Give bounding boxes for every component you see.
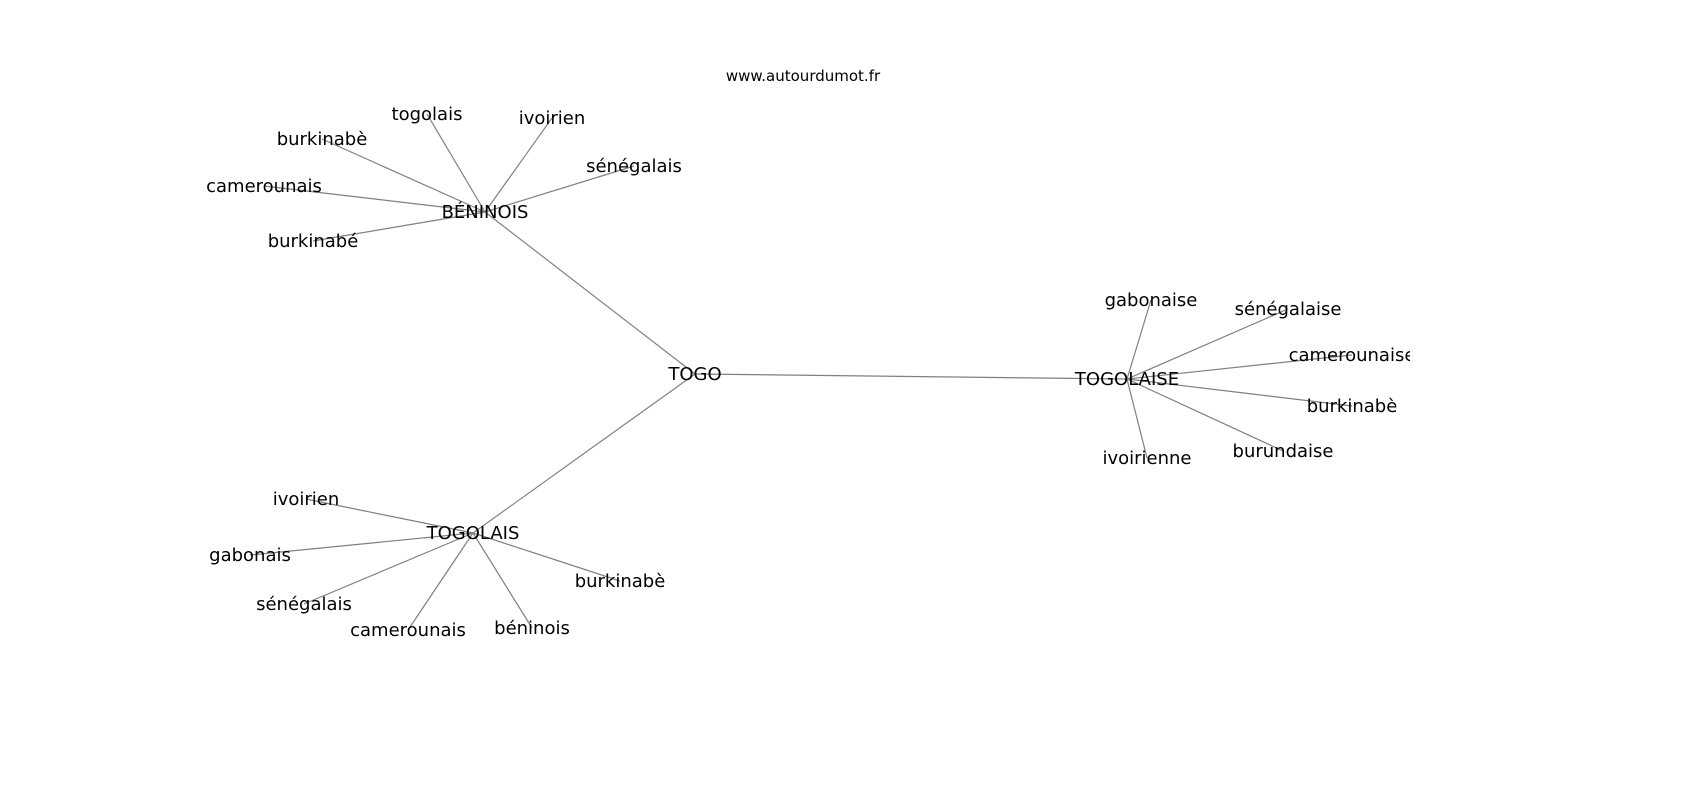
edge-hub-leaf: [1126, 378, 1148, 459]
edge-hub-leaf: [1126, 378, 1353, 407]
node-leaf[interactable]: béninois: [494, 618, 570, 639]
edge-center-hub: [484, 211, 696, 375]
edge-hub-leaf: [303, 532, 474, 605]
node-leaf[interactable]: togolais: [392, 104, 463, 125]
edge-center-hub: [472, 373, 696, 534]
node-leaf[interactable]: burkinabé: [268, 231, 359, 252]
node-hub[interactable]: BÉNINOIS: [442, 201, 529, 223]
edge-hub-leaf: [426, 113, 486, 213]
node-leaf[interactable]: burkinabè: [575, 571, 666, 592]
edges: [249, 113, 1353, 631]
edge-hub-leaf: [1126, 354, 1353, 380]
edge-hub-leaf: [263, 185, 486, 213]
edge-center-hub: [694, 373, 1128, 380]
node-leaf[interactable]: burundaise: [1233, 441, 1334, 462]
node-center[interactable]: TOGO: [667, 364, 721, 385]
edge-hub-leaf: [484, 117, 553, 213]
node-leaf[interactable]: burkinabè: [277, 129, 368, 150]
node-hub[interactable]: TOGOLAIS: [426, 523, 520, 544]
node-leaf[interactable]: camerounaise: [1289, 345, 1416, 366]
node-leaf[interactable]: camerounais: [206, 176, 322, 197]
node-leaf[interactable]: sénégalais: [586, 156, 682, 177]
edge-hub-leaf: [1126, 378, 1284, 452]
edge-hub-leaf: [472, 532, 533, 629]
edge-hub-leaf: [321, 138, 486, 213]
node-hub[interactable]: TOGOLAISE: [1074, 369, 1179, 390]
node-leaf[interactable]: ivoirien: [519, 108, 586, 129]
edge-hub-leaf: [472, 532, 621, 582]
node-leaf[interactable]: gabonaise: [1105, 290, 1198, 311]
labels: TOGO BÉNINOIS togolais ivoirien sénégalais bu…: [206, 104, 1416, 641]
site-title: www.autourdumot.fr: [726, 67, 881, 85]
edge-hub-leaf: [1126, 308, 1289, 380]
node-leaf[interactable]: camerounais: [350, 620, 466, 641]
edge-hub-leaf: [484, 165, 635, 213]
edge-hub-leaf: [1126, 299, 1152, 380]
edge-hub-leaf: [312, 211, 486, 242]
edge-hub-leaf: [305, 498, 474, 534]
node-leaf[interactable]: ivoirien: [273, 489, 340, 510]
node-leaf[interactable]: ivoirienne: [1102, 448, 1191, 469]
node-leaf[interactable]: gabonais: [209, 545, 291, 566]
node-leaf[interactable]: sénégalaise: [1235, 299, 1342, 320]
node-leaf[interactable]: burkinabè: [1307, 396, 1398, 417]
node-leaf[interactable]: sénégalais: [256, 594, 352, 615]
edge-hub-leaf: [407, 532, 474, 631]
edge-hub-leaf: [249, 532, 474, 556]
